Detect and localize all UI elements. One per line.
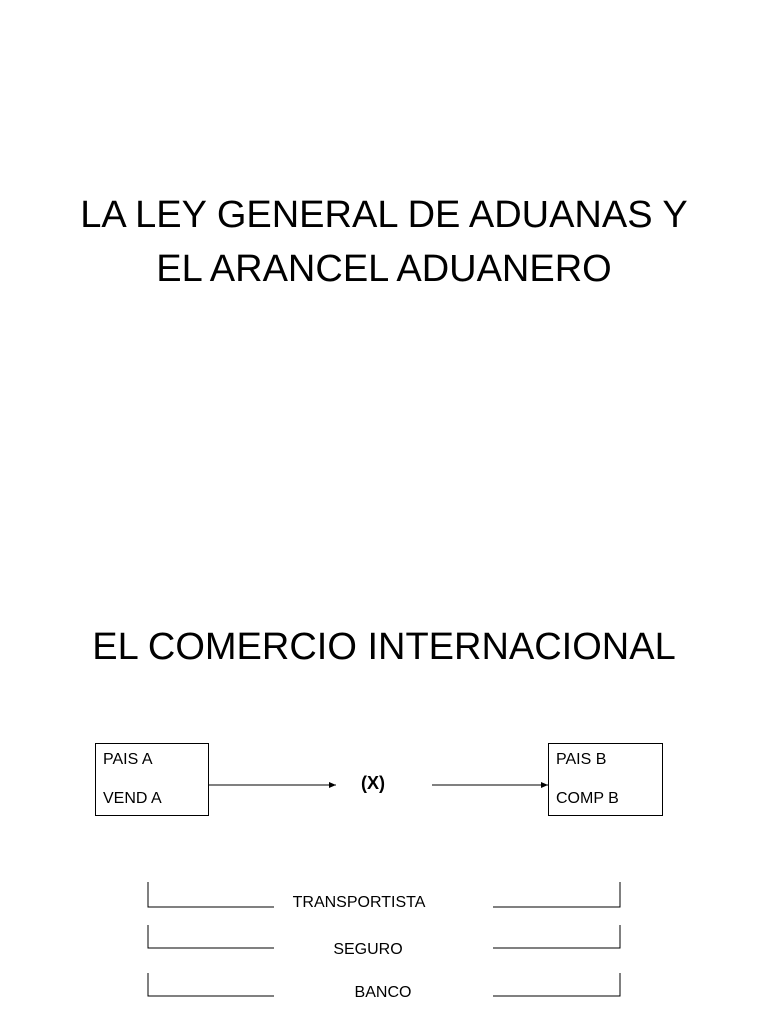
bracket-left-transportista <box>147 882 274 908</box>
bracket-left-banco <box>147 973 274 997</box>
box-pais-a-line-2: VEND A <box>103 790 162 807</box>
bracket-right-seguro <box>493 925 621 949</box>
bracket-left-seguro <box>147 925 274 949</box>
section-title: EL COMERCIO INTERNACIONAL <box>92 626 676 668</box>
box-pais-b: PAIS B COMP B <box>548 743 663 816</box>
box-pais-b-line-2: COMP B <box>556 790 619 807</box>
service-label-banco: BANCO <box>354 984 412 1001</box>
bracket-right-transportista <box>493 882 621 908</box>
box-pais-b-line-1: PAIS B <box>556 751 607 768</box>
box-pais-a: PAIS A VEND A <box>95 743 209 816</box>
main-title: LA LEY GENERAL DE ADUANAS Y EL ARANCEL A… <box>0 188 768 296</box>
bracket-right-banco <box>493 973 621 997</box>
main-title-line-1: LA LEY GENERAL DE ADUANAS Y <box>80 194 688 236</box>
service-label-seguro: SEGURO <box>333 941 403 958</box>
service-label-transportista: TRANSPORTISTA <box>292 894 426 911</box>
box-pais-a-line-1: PAIS A <box>103 751 153 768</box>
center-label-x: (X) <box>361 773 385 793</box>
main-title-line-2: EL ARANCEL ADUANERO <box>156 248 612 290</box>
